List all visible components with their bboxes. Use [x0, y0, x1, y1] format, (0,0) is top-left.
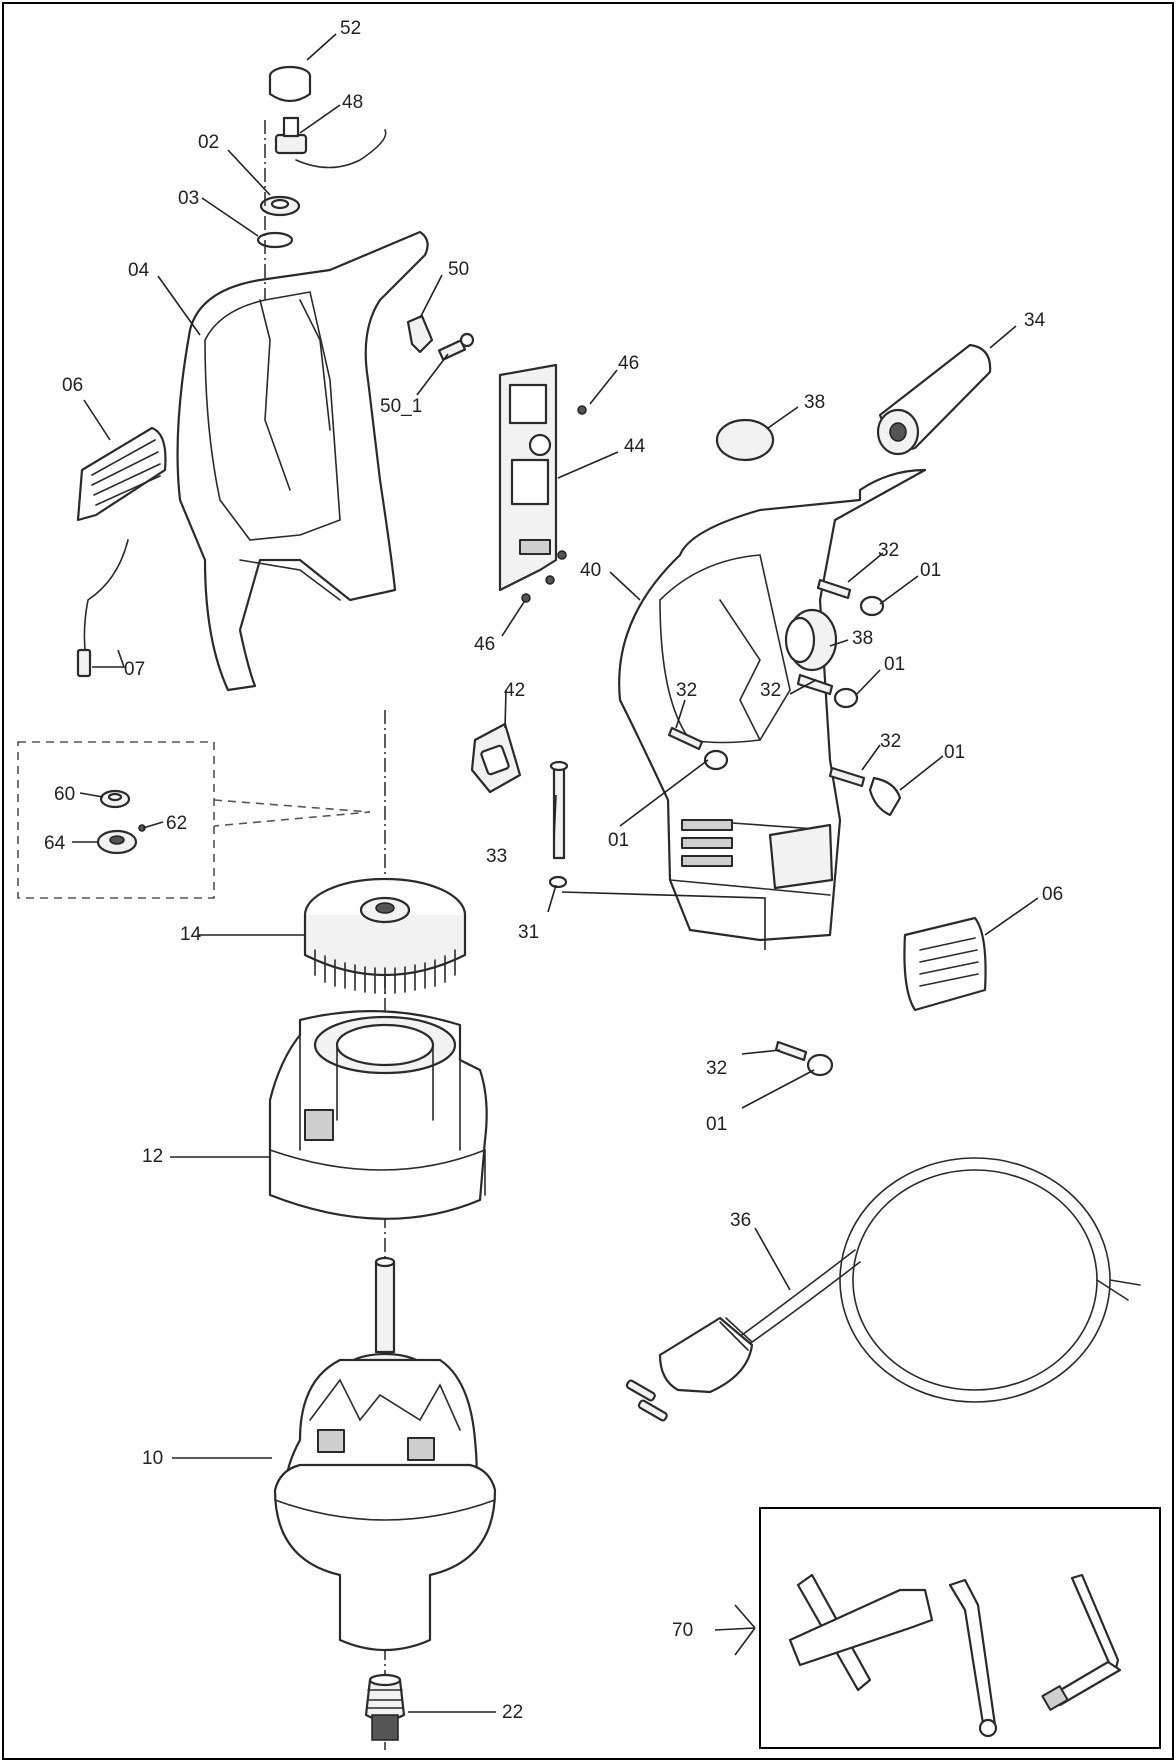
label-32-c: 32 — [676, 680, 697, 701]
label-40: 40 — [580, 560, 601, 581]
label-10: 10 — [142, 1448, 163, 1469]
label-32-d: 32 — [880, 731, 901, 752]
label-46-top: 46 — [618, 353, 639, 374]
part-knob-cap — [268, 65, 312, 103]
label-36: 36 — [730, 1210, 751, 1231]
part-o-ring — [256, 231, 294, 249]
label-31: 31 — [518, 922, 539, 943]
label-06-left: 06 — [62, 375, 83, 396]
label-52: 52 — [340, 18, 361, 39]
label-38-top: 38 — [804, 392, 825, 413]
part-circuit-board — [498, 363, 587, 603]
label-04: 04 — [128, 260, 150, 281]
part-washer — [259, 195, 301, 217]
detail-box — [17, 741, 215, 899]
part-housing-right — [618, 468, 927, 942]
label-22: 22 — [502, 1702, 523, 1723]
label-33: 33 — [486, 846, 507, 867]
label-01-c: 01 — [944, 742, 965, 763]
part-cable — [76, 539, 129, 678]
label-44: 44 — [624, 436, 646, 457]
part-tools — [788, 1573, 1122, 1738]
label-50: 50 — [448, 259, 469, 280]
part-vent-grille-right — [903, 916, 987, 1012]
label-01-b: 01 — [884, 654, 905, 675]
label-14: 14 — [180, 924, 202, 945]
label-01-a: 01 — [920, 560, 941, 581]
part-cap-top — [715, 418, 775, 462]
label-46-bottom: 46 — [474, 634, 495, 655]
label-62: 62 — [166, 813, 187, 834]
part-nozzle-connector — [364, 1673, 406, 1741]
label-32-a: 32 — [878, 540, 899, 561]
label-42: 42 — [504, 680, 525, 701]
part-housing-left — [176, 230, 429, 692]
part-switch — [274, 116, 387, 169]
part-switch-cover — [470, 722, 522, 794]
label-32-e: 32 — [706, 1058, 727, 1079]
tools-bracket — [714, 1604, 756, 1656]
part-screws-right — [667, 578, 866, 1062]
label-12: 12 — [142, 1146, 163, 1167]
label-60: 60 — [54, 784, 75, 805]
part-motor — [273, 1256, 497, 1652]
part-caps-01 — [703, 595, 902, 1077]
part-vent-grille-left — [76, 426, 167, 522]
label-03: 03 — [178, 188, 199, 209]
label-02: 02 — [198, 132, 219, 153]
label-07: 07 — [124, 659, 145, 680]
label-34: 34 — [1024, 310, 1046, 331]
label-01-e: 01 — [706, 1114, 727, 1135]
part-number-labels: 52 48 02 03 04 50 50_1 06 07 46 44 46 38… — [44, 18, 1063, 1723]
part-power-cord — [625, 1157, 1141, 1422]
part-fan-wheel — [303, 877, 467, 994]
leader-lines — [72, 33, 1039, 1713]
part-long-screw — [548, 760, 569, 889]
part-clip — [406, 314, 434, 354]
part-side-button — [784, 608, 838, 672]
part-bearing-large — [96, 824, 146, 855]
label-38-side: 38 — [852, 628, 873, 649]
label-01-d: 01 — [608, 830, 629, 851]
label-64: 64 — [44, 833, 66, 854]
part-bearing-small — [99, 789, 131, 809]
label-32-b: 32 — [760, 680, 781, 701]
detail-box-connector — [213, 799, 371, 827]
part-nozzle-cone — [876, 343, 992, 456]
label-06-right: 06 — [1042, 884, 1063, 905]
tools-box — [759, 1507, 1161, 1749]
label-50-1: 50_1 — [380, 396, 422, 417]
label-70: 70 — [672, 1620, 693, 1641]
part-screw — [437, 332, 475, 361]
label-48: 48 — [342, 92, 363, 113]
part-motor-housing — [268, 1010, 488, 1220]
